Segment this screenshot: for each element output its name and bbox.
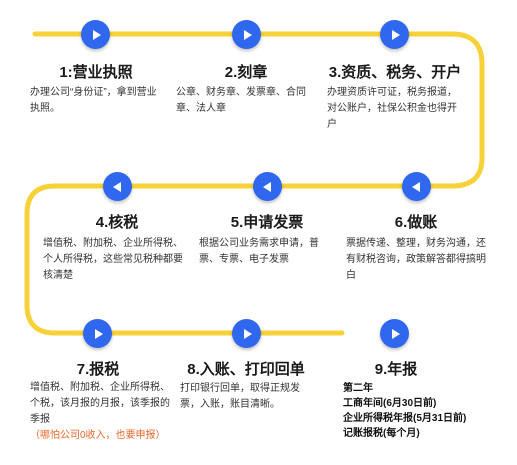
step-9-details: 第二年 工商年间(6月30日前) 企业所得税年报(5月31日前) 记账报税(每个… — [343, 381, 466, 441]
step-4-reverse-icon[interactable] — [103, 172, 132, 201]
step-2-title: 2.刻章 — [224, 64, 268, 81]
step-7-title: 7.报税 — [76, 361, 120, 378]
step-2-play-icon[interactable] — [232, 20, 261, 49]
step-3-play-icon[interactable] — [380, 20, 409, 49]
step-6-reverse-icon[interactable] — [402, 172, 431, 201]
step-9-line: 工商年间(6月30日前) — [343, 398, 437, 409]
step-5-title: 5.申请发票 — [230, 214, 304, 231]
step-6-title: 6.做账 — [394, 214, 438, 231]
step-5-desc: 根据公司业务需求申请，普票、专票、电子发票 — [199, 238, 319, 265]
step-6-desc: 票据传递、整理，财务沟通，还有财税咨询，政策解答都得搞明白 — [346, 238, 486, 281]
step-7-desc-text: 增值税、附加税、企业所得税、个税，该月报的月报，该季报的季报 — [30, 382, 170, 425]
step-9-play-icon[interactable] — [380, 319, 409, 348]
step-8-title: 8.入账、打印回单 — [187, 361, 305, 378]
step-9-line: 企业所得税年报(5月31日前) — [343, 413, 467, 424]
step-9-line: 第二年 — [343, 383, 373, 394]
step-9-title: 9.年报 — [374, 361, 418, 378]
step-7-play-icon[interactable] — [83, 319, 112, 348]
step-9-line: 记账报税(每个月) — [343, 428, 420, 439]
step-4-title: 4.核税 — [95, 214, 139, 231]
step-2-desc: 公章、财务章、发票章、合同章、法人章 — [176, 87, 306, 114]
step-7-desc: 增值税、附加税、企业所得税、个税，该月报的月报，该季报的季报 （哪怕公司0收入，… — [30, 380, 173, 444]
step-3-desc: 办理资质许可证，税务报道，对公账户，社保公积金也得开户 — [327, 87, 457, 130]
step-4-desc: 增值税、附加税、企业所得税、个人所得税，这些常见税种都要核清楚 — [43, 238, 183, 281]
step-5-reverse-icon[interactable] — [253, 172, 282, 201]
step-8-desc: 打印银行回单，取得正规发票，入账，账目清晰。 — [180, 383, 300, 410]
step-8-play-icon[interactable] — [232, 319, 261, 348]
step-3-title: 3.资质、税务、开户 — [328, 64, 462, 81]
step-1-title: 1:营业执照 — [59, 64, 133, 81]
step-1-desc: 办理公司“身份证”，拿到营业执照。 — [30, 87, 157, 114]
step-7-note: （哪怕公司0收入，也要申报） — [30, 430, 166, 441]
step-1-play-icon[interactable] — [81, 20, 110, 49]
